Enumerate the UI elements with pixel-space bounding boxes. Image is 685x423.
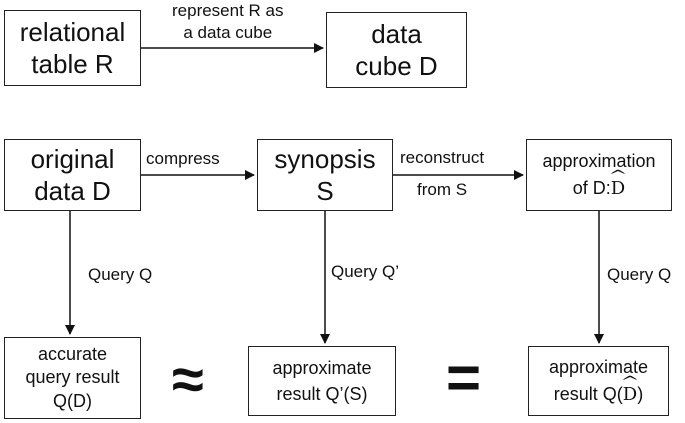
data-cube-line-2: cube D xyxy=(355,51,438,81)
query-q-right-label: Query Q xyxy=(607,265,672,284)
approximation-line-1: approximation xyxy=(542,151,656,171)
accurate-result-line-1: accurate xyxy=(37,343,108,364)
d-hat-symbol: D xyxy=(611,175,625,202)
approx-final-line-2-prefix: result Q( xyxy=(553,384,623,404)
represent-label: represent R as a data cube xyxy=(172,0,284,44)
original-data-line-2: data D xyxy=(34,176,111,206)
accurate-result-box: accurate query result Q(D) xyxy=(4,337,141,419)
relational-table-line-2: table R xyxy=(31,49,114,79)
equal-symbol: = xyxy=(446,344,482,411)
reconstruct-label-line-2: from S xyxy=(417,180,468,199)
compress-label: compress xyxy=(146,149,220,168)
original-data-line-1: original xyxy=(30,143,115,174)
approximate-result-box: approximate result Q’(S) xyxy=(248,346,396,416)
reconstruct-label-line-1: reconstruct xyxy=(400,148,485,167)
approx-equal-symbol: ≈ xyxy=(172,347,204,412)
relational-table-box: relational table R xyxy=(4,10,141,86)
approx-final-line-2-suffix: ) xyxy=(637,384,644,404)
d-hat-symbol-result: D xyxy=(623,381,637,408)
approx-final-result-box: approximate result Q(D) xyxy=(528,346,669,416)
original-data-box: original data D xyxy=(4,139,141,211)
represent-label-line-2: a data cube xyxy=(183,23,273,42)
data-cube-box: data cube D xyxy=(326,12,467,88)
query-q-prime-label: Query Q’ xyxy=(331,262,400,281)
query-q-left-label: Query Q xyxy=(88,265,153,284)
approximation-line-2-prefix: of D: xyxy=(572,178,611,198)
approximation-line-2: of D:D xyxy=(573,175,625,202)
approximate-result-line-1: approximate xyxy=(272,357,372,378)
approx-final-line-2: result Q(D) xyxy=(554,381,643,408)
synopsis-box: synopsis S xyxy=(257,139,393,211)
represent-label-line-1: represent R as xyxy=(172,1,284,20)
data-cube-line-1: data xyxy=(371,18,422,49)
accurate-result-line-2: query result xyxy=(25,367,120,388)
approximate-result-line-2: result Q’(S) xyxy=(276,384,368,404)
approximation-box: approximation of D:D xyxy=(526,139,672,211)
reconstruct-label: reconstruct from S xyxy=(400,142,484,206)
accurate-result-line-3: Q(D) xyxy=(53,390,92,411)
synopsis-line-1: synopsis xyxy=(274,143,376,174)
synopsis-line-2: S xyxy=(316,176,334,206)
relational-table-line-1: relational xyxy=(19,16,126,47)
